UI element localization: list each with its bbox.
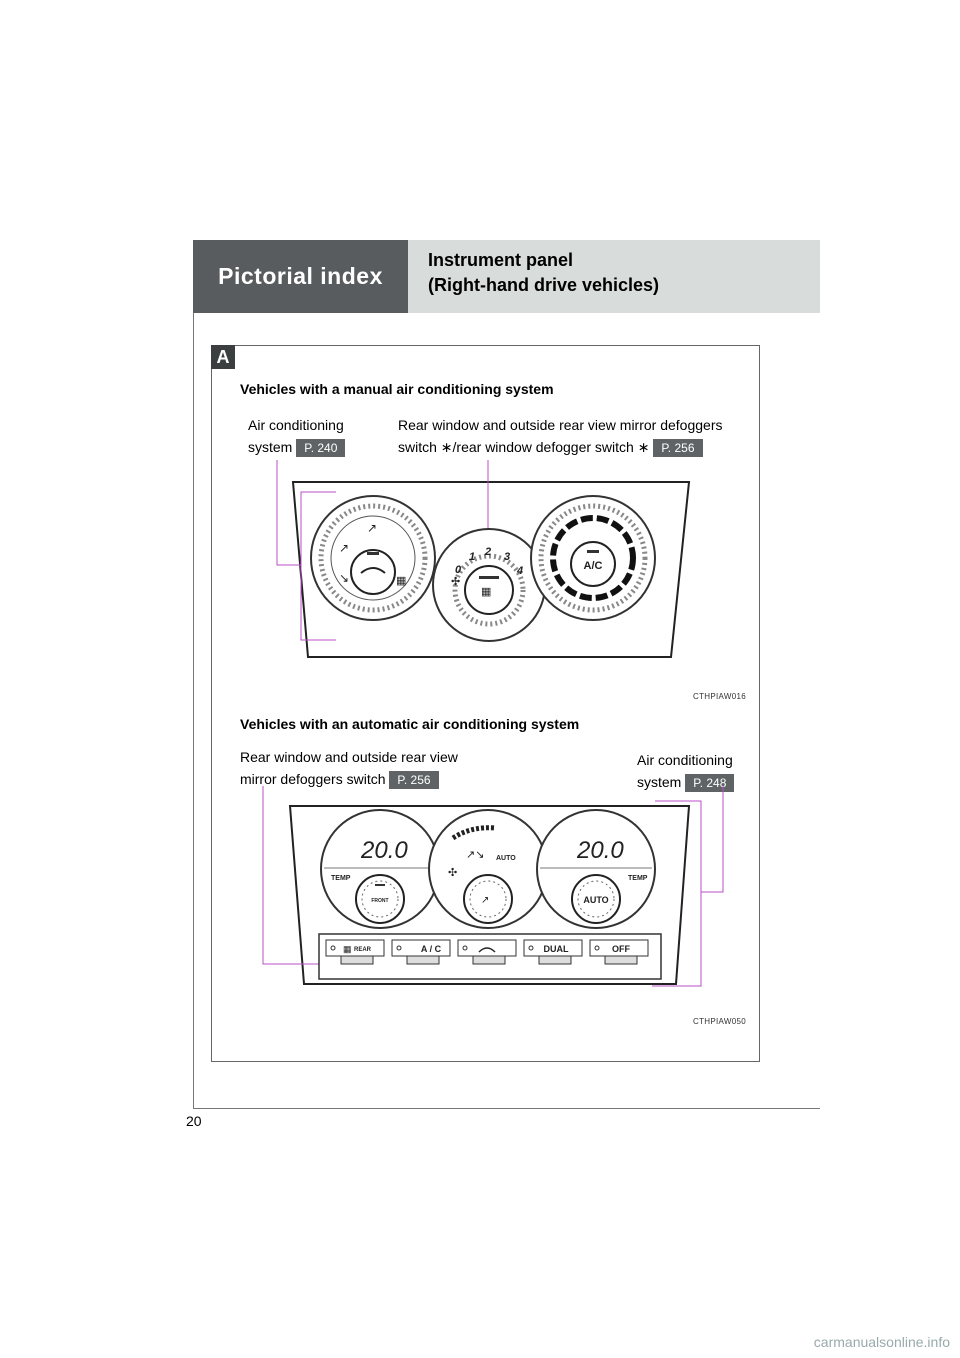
- manual-defog-page-ref[interactable]: P. 256: [653, 439, 703, 458]
- automatic-section-title: Vehicles with an automatic air condition…: [240, 716, 580, 732]
- rear-button-label: REAR: [354, 947, 372, 953]
- manual-section-title: Vehicles with a manual air conditioning …: [240, 381, 554, 397]
- right-temperature-dial[interactable]: 20.0 TEMP AUTO: [536, 809, 656, 929]
- manual-ac-label-line1: Air conditioning: [248, 417, 344, 433]
- fan-speed-4: 4: [516, 565, 523, 577]
- manual-defog-label-line2: switch ∗/rear window defogger switch ∗ P…: [398, 436, 722, 458]
- fan-mode-dial[interactable]: AUTO ✣ ↗↘ ↗: [428, 809, 548, 929]
- mode-icon: ↗: [481, 895, 489, 906]
- manual-figure-caption: CTHPIAW016: [693, 692, 746, 701]
- section-header: Pictorial index: [193, 240, 408, 313]
- automatic-figure-caption: CTHPIAW050: [693, 1017, 746, 1026]
- front-defroster-button[interactable]: FRONT: [371, 898, 388, 904]
- dual-button[interactable]: DUAL: [523, 939, 583, 965]
- recirculation-button[interactable]: [457, 939, 517, 965]
- fan-speed-3: 3: [504, 551, 510, 563]
- auto-button[interactable]: AUTO: [583, 895, 608, 905]
- fan-icon: ✣: [448, 867, 457, 879]
- page-title-line1: Instrument panel: [428, 250, 574, 270]
- automatic-ac-panel-illustration: 20.0 TEMP FRONT AUTO ✣ ↗↘ ↗ 20.0 TEMP AU…: [262, 786, 724, 987]
- fan-icon: ✣: [451, 576, 460, 588]
- auto-defog-page-ref[interactable]: P. 256: [389, 771, 439, 790]
- auto-fan-label: AUTO: [496, 855, 516, 862]
- manual-defog-label: Rear window and outside rear view mirror…: [398, 414, 722, 458]
- rear-defogger-button[interactable]: ▦ REAR: [325, 939, 385, 965]
- temperature-dial[interactable]: A/C: [530, 495, 656, 621]
- left-temperature-dial[interactable]: 20.0 TEMP FRONT: [320, 809, 440, 929]
- left-temp-label: TEMP: [331, 875, 351, 882]
- section-badge: A: [211, 345, 235, 369]
- page-title-line2: (Right-hand drive vehicles): [428, 275, 660, 295]
- fan-speed-dial[interactable]: ▦ 0 1 2 3 4 ✣: [432, 528, 546, 642]
- page-number: 20: [186, 1113, 202, 1129]
- ac-button[interactable]: A / C: [391, 939, 451, 965]
- right-temp-label: TEMP: [628, 875, 648, 882]
- ac-button-label: A / C: [421, 944, 442, 954]
- manual-ac-label: Air conditioning system P. 240: [248, 414, 346, 458]
- right-temperature-display: 20.0: [576, 837, 624, 864]
- margin-rule: [193, 313, 194, 1108]
- auto-ac-page-ref[interactable]: P. 248: [685, 774, 735, 793]
- recirculation-icon: [478, 947, 496, 953]
- mode-dial[interactable]: ↗ ↗ ↘ ▦: [310, 495, 436, 621]
- footer-rule: [193, 1108, 820, 1109]
- airflow-icon: ↗↘: [466, 849, 484, 861]
- fan-speed-0: 0: [455, 564, 462, 576]
- manual-ac-label-line2: system P. 240: [248, 436, 346, 458]
- off-button[interactable]: OFF: [589, 939, 649, 965]
- auto-ac-label-line1: Air conditioning: [637, 752, 733, 768]
- fan-speed-2: 2: [484, 546, 491, 558]
- svg-text:▦: ▦: [343, 944, 352, 954]
- auto-ac-label-line2: system P. 248: [637, 771, 735, 793]
- svg-text:↗: ↗: [367, 521, 377, 535]
- auto-defog-label: Rear window and outside rear view mirror…: [240, 746, 458, 790]
- vent-icon: ↗ ↗ ↘: [339, 521, 377, 585]
- auto-defog-label-line2: mirror defoggers switch P. 256: [240, 768, 458, 790]
- manual-ac-page-ref[interactable]: P. 240: [296, 439, 346, 458]
- section-box: [211, 345, 760, 1062]
- defrost-icon: ▦: [396, 575, 406, 587]
- manual-defog-label-line1: Rear window and outside rear view mirror…: [398, 417, 723, 433]
- manual-ac-panel-illustration: ↗ ↗ ↘ ▦ ▦ 0 1 2 3 4 ✣ A/C: [276, 460, 691, 658]
- fan-speed-1: 1: [469, 551, 475, 563]
- ac-button[interactable]: A/C: [584, 560, 603, 572]
- dual-button-label: DUAL: [544, 944, 569, 954]
- auto-defog-label-line1: Rear window and outside rear view: [240, 749, 458, 765]
- rear-defogger-icon: ▦: [481, 586, 491, 598]
- page-title-block: Instrument panel (Right-hand drive vehic…: [408, 240, 820, 313]
- svg-text:↘: ↘: [339, 571, 349, 585]
- auto-ac-label: Air conditioning system P. 248: [637, 749, 735, 793]
- left-temperature-display: 20.0: [360, 837, 408, 864]
- svg-text:↗: ↗: [339, 541, 349, 555]
- off-button-label: OFF: [612, 944, 630, 954]
- watermark: carmanualsonline.info: [813, 1334, 950, 1350]
